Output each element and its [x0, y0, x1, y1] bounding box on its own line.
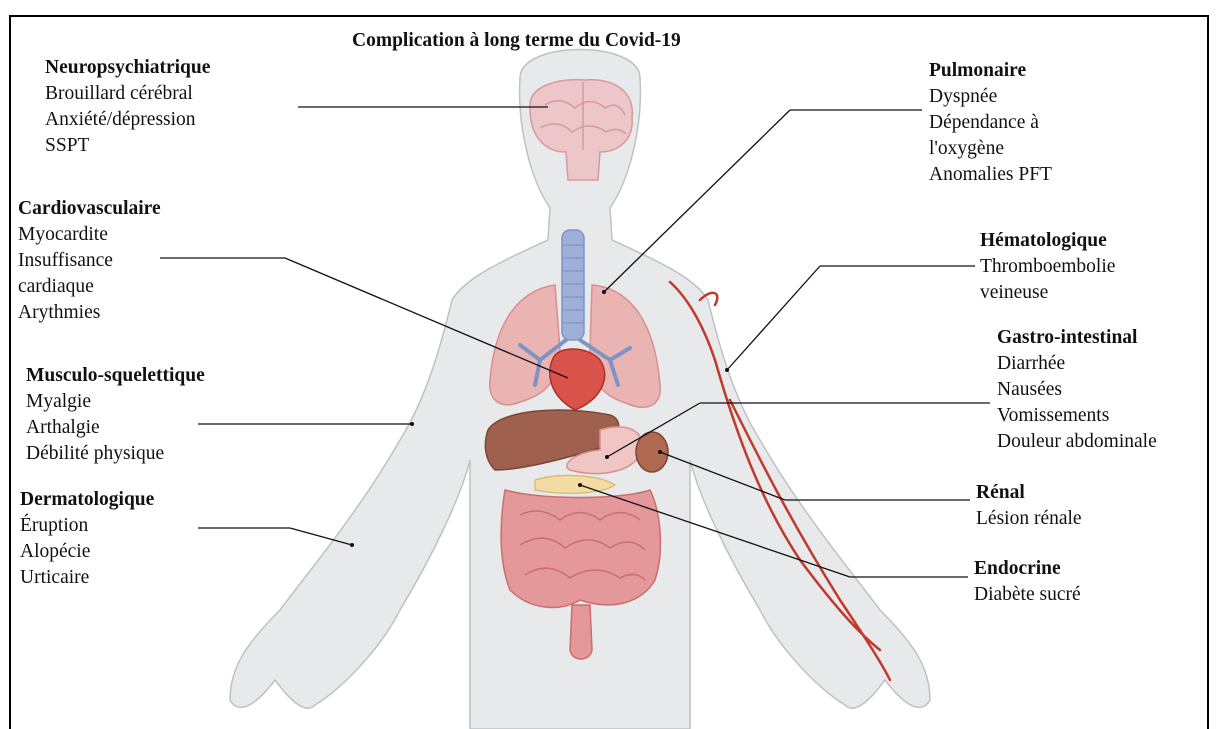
cardio-item: Arythmies	[18, 300, 161, 326]
dermato-item: Alopécie	[20, 539, 154, 565]
pulmo-item: Dyspnée	[929, 84, 1052, 110]
dermato-item: Urticaire	[20, 565, 154, 591]
label-dermatologique: Dermatologique Éruption Alopécie Urticai…	[20, 487, 154, 591]
musculo-item: Myalgie	[26, 389, 205, 415]
gastro-heading: Gastro-intestinal	[997, 325, 1157, 351]
hemato-heading: Hématologique	[980, 228, 1115, 254]
label-endocrine: Endocrine Diabète sucré	[974, 556, 1081, 608]
hemato-item: Thromboembolie	[980, 254, 1115, 280]
renal-heading: Rénal	[976, 480, 1082, 506]
label-pulmonaire: Pulmonaire Dyspnée Dépendance à l'oxygèn…	[929, 58, 1052, 188]
neuro-item: SSPT	[45, 133, 210, 159]
renal-item: Lésion rénale	[976, 506, 1082, 532]
neuro-heading: Neuropsychiatrique	[45, 55, 210, 81]
label-neuropsychiatrique: Neuropsychiatrique Brouillard cérébral A…	[45, 55, 210, 159]
endo-heading: Endocrine	[974, 556, 1081, 582]
label-renal: Rénal Lésion rénale	[976, 480, 1082, 532]
dermato-heading: Dermatologique	[20, 487, 154, 513]
rectum	[570, 605, 592, 659]
gastro-item: Nausées	[997, 377, 1157, 403]
gastro-item: Vomissements	[997, 403, 1157, 429]
musculo-item: Débilité physique	[26, 441, 205, 467]
pulmo-item: l'oxygène	[929, 136, 1052, 162]
cardio-item: Myocardite	[18, 222, 161, 248]
label-gastro-intestinal: Gastro-intestinal Diarrhée Nausées Vomis…	[997, 325, 1157, 455]
diagram-title: Complication à long terme du Covid-19	[352, 30, 681, 52]
cardio-item: Insuffisance	[18, 248, 161, 274]
gastro-item: Douleur abdominale	[997, 429, 1157, 455]
neuro-item: Brouillard cérébral	[45, 81, 210, 107]
musculo-item: Arthalgie	[26, 415, 205, 441]
neuro-item: Anxiété/dépression	[45, 107, 210, 133]
label-cardiovasculaire: Cardiovasculaire Myocardite Insuffisance…	[18, 196, 161, 326]
endo-item: Diabète sucré	[974, 582, 1081, 608]
dermato-item: Éruption	[20, 513, 154, 539]
cardio-item: cardiaque	[18, 274, 161, 300]
pulmo-item: Anomalies PFT	[929, 162, 1052, 188]
label-hematologique: Hématologique Thromboembolie veineuse	[980, 228, 1115, 306]
pulmo-heading: Pulmonaire	[929, 58, 1052, 84]
label-musculo-squelettique: Musculo-squelettique Myalgie Arthalgie D…	[26, 363, 205, 467]
pulmo-item: Dépendance à	[929, 110, 1052, 136]
intestines	[501, 490, 660, 607]
gastro-item: Diarrhée	[997, 351, 1157, 377]
cardio-heading: Cardiovasculaire	[18, 196, 161, 222]
hemato-item: veineuse	[980, 280, 1115, 306]
musculo-heading: Musculo-squelettique	[26, 363, 205, 389]
